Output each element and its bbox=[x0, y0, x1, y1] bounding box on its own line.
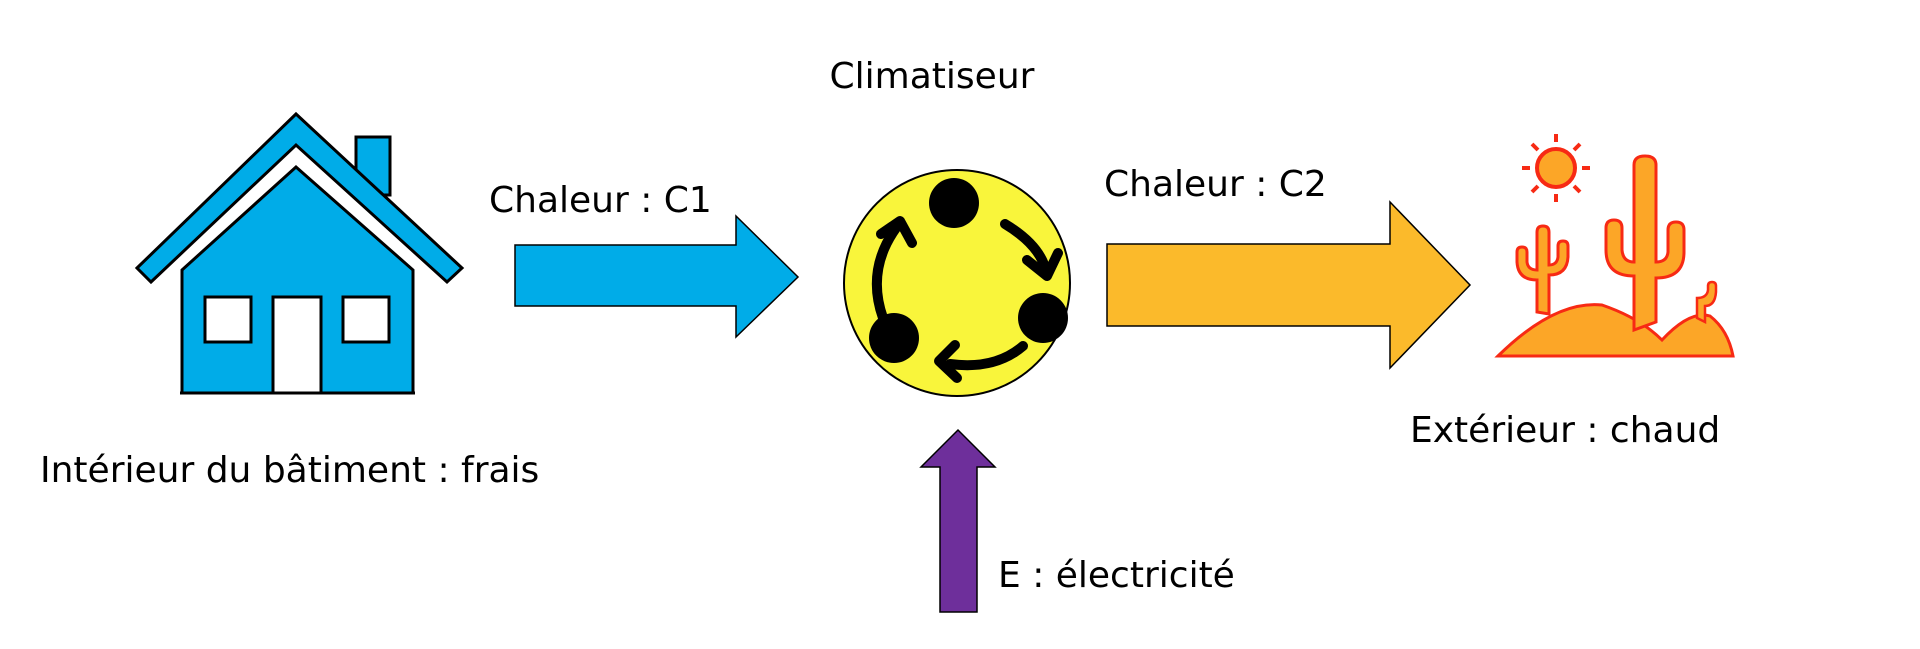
desert-cactus-icon bbox=[1494, 134, 1735, 358]
sun-icon bbox=[1522, 134, 1590, 202]
energy-arrow bbox=[919, 428, 997, 613]
house-icon bbox=[134, 111, 465, 395]
heat-in-label: Chaleur : C1 bbox=[489, 180, 712, 221]
diagram-title: Climatiseur bbox=[830, 56, 1035, 97]
refrigeration-cycle-icon bbox=[843, 169, 1071, 397]
heat-in-arrow bbox=[514, 214, 800, 339]
energy-label: E : électricité bbox=[998, 555, 1235, 596]
exterior-label: Extérieur : chaud bbox=[1410, 410, 1720, 451]
interior-label: Intérieur du bâtiment : frais bbox=[40, 450, 539, 491]
heat-out-label: Chaleur : C2 bbox=[1104, 164, 1327, 205]
heat-out-arrow bbox=[1106, 200, 1472, 370]
